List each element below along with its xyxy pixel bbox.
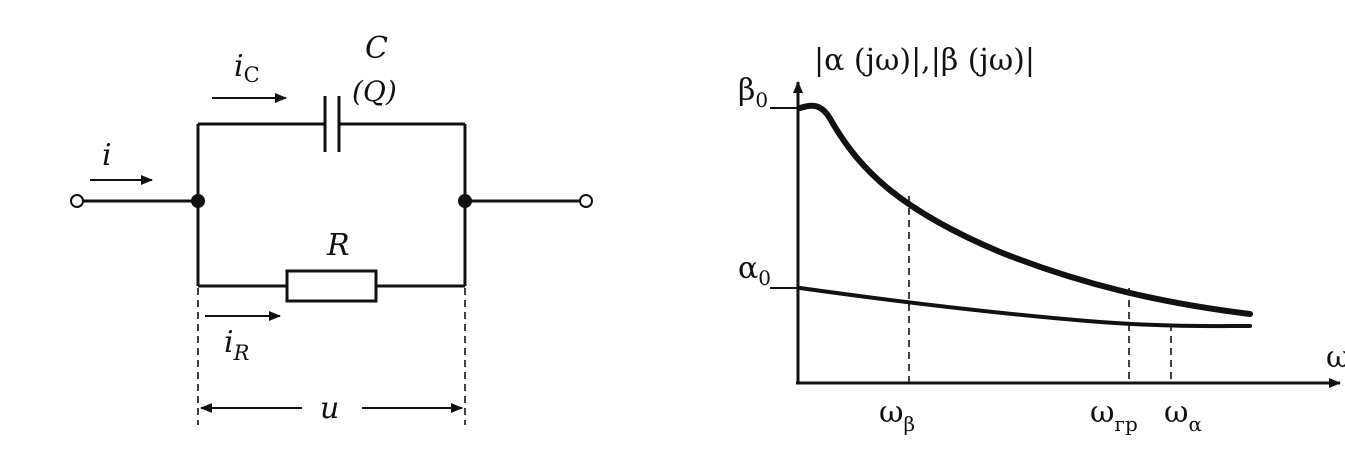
- input-terminal: [70, 194, 84, 208]
- label-omega-gr: ωгр: [1090, 395, 1138, 436]
- label-voltage: u: [320, 391, 339, 426]
- output-terminal: [579, 194, 593, 208]
- label-beta0: β0: [738, 73, 768, 112]
- label-charge: (Q): [352, 75, 397, 108]
- label-resistor: R: [326, 228, 350, 263]
- label-capacitor-current: iC: [234, 49, 260, 87]
- label-omega-beta: ωβ: [879, 395, 915, 436]
- label-input-current: i: [102, 138, 112, 173]
- label-omega-alpha: ωα: [1164, 395, 1202, 436]
- x-axis-label: ω: [1326, 340, 1345, 375]
- label-alpha0: α0: [738, 251, 771, 290]
- circuit: i iC C (Q) R iR u: [70, 31, 593, 426]
- beta-magnitude-curve: [797, 102, 1253, 317]
- resistor: [285, 269, 378, 303]
- label-capacitor: C: [365, 31, 388, 66]
- chart-title: |α (jω)|,|β (jω)|: [814, 43, 1035, 78]
- frequency-chart: |α (jω)|,|β (jω)| β0 α0 ω ωβ ωгр ωα: [738, 43, 1345, 436]
- alpha-magnitude-curve: [798, 286, 1252, 329]
- label-resistor-current: iR: [224, 325, 250, 365]
